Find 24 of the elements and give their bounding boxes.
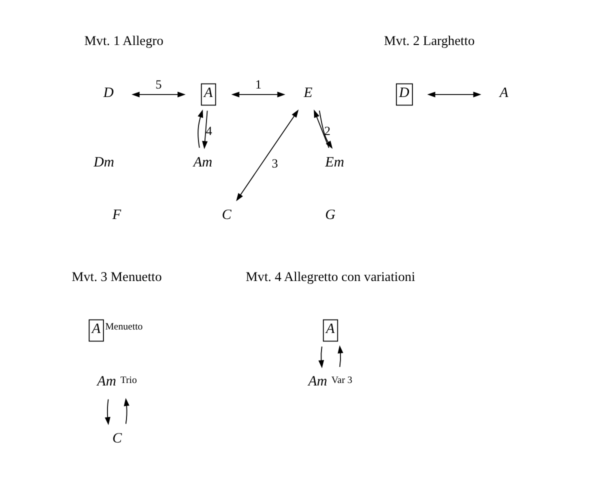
node-label: Menuetto	[105, 321, 143, 332]
label: Mvt. 3 Menuetto	[72, 269, 162, 284]
node-text: G	[325, 207, 336, 224]
edge-label: 2	[324, 124, 331, 138]
node-text: F	[112, 207, 122, 224]
label: Mvt. 1 Allegro	[84, 33, 164, 48]
edge-label: 3	[272, 156, 278, 170]
node-text: C	[222, 207, 232, 224]
label: Mvt. 4 Allegretto con variationi	[246, 269, 416, 284]
node-text: E	[304, 85, 312, 102]
node-text: Am	[193, 154, 212, 170]
node-text: Am	[308, 374, 328, 390]
edge-label: 1	[255, 77, 262, 92]
node-text: Dm	[94, 154, 114, 170]
edge-label: 4	[206, 124, 212, 138]
node-text: C	[112, 430, 122, 447]
node-text: D	[103, 85, 114, 102]
node-label: Trio	[120, 374, 137, 386]
node-text: Em	[325, 154, 344, 170]
node-label: Var 3	[331, 374, 352, 386]
edge-label: 5	[156, 77, 162, 92]
node-text: Am	[97, 374, 116, 390]
node-text: A	[500, 85, 508, 102]
label: Mvt. 2 Larghetto	[384, 33, 475, 48]
